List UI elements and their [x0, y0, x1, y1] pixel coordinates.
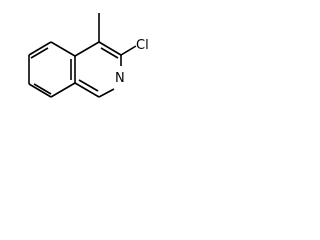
bond-c4-c3-inner — [100, 47, 119, 59]
benzene-ring — [28, 41, 76, 98]
bond-c4-c3 — [98, 41, 122, 56]
bond-c6-c6-inner — [30, 47, 49, 59]
chlorine-atom-label: Cl — [136, 38, 149, 53]
pyridine-ring — [74, 41, 122, 98]
bond-c4a-c5 — [50, 41, 76, 57]
bond-c7-c8-inner — [33, 83, 52, 95]
bond-n2-c1 — [98, 88, 115, 98]
bond-c5-c6 — [28, 41, 52, 56]
bond-c1-c8a — [74, 82, 100, 98]
bond-c7-c8 — [28, 83, 52, 98]
bond-c1-c8a-inner — [78, 79, 99, 92]
nitrogen-atom-label: N — [115, 71, 125, 86]
bond-c4a-c4 — [74, 41, 100, 57]
bond-c3-chlorine — [120, 45, 137, 56]
bond-c8-c8a — [50, 82, 76, 98]
chemical-structure-diagram: Cl N — [28, 13, 149, 98]
